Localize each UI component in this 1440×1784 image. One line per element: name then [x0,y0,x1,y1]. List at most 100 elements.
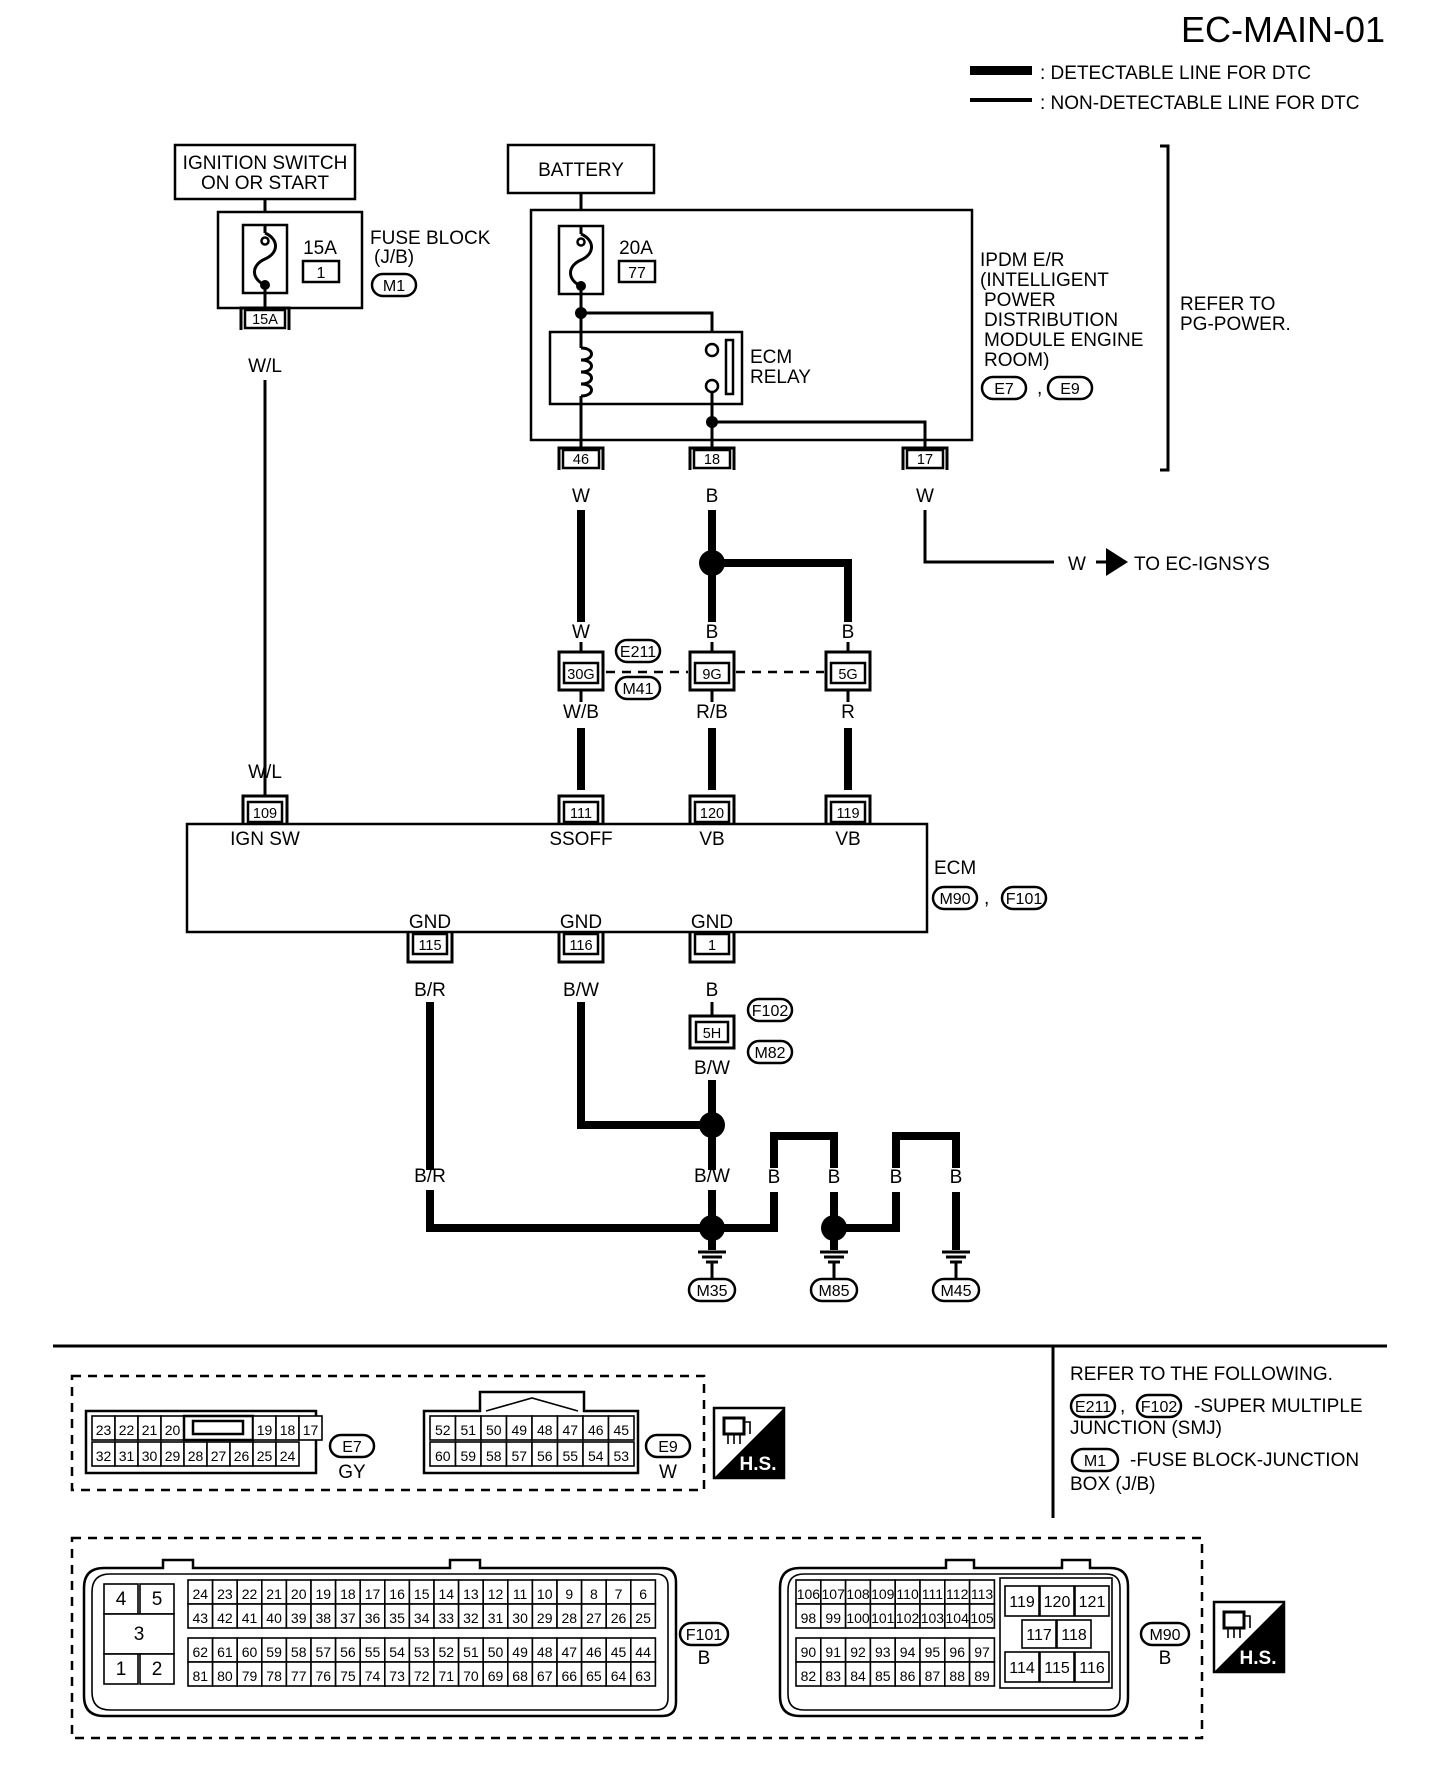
arrow-right-icon [1106,548,1128,576]
relay-to-17-wire [712,420,927,450]
fuse-block-number: 1 [317,265,326,282]
e7-row2-cell: 31 [114,1441,139,1467]
ipdm-fuse-amp: 20A [619,238,653,259]
e9-row2-pin: 59 [460,1448,476,1464]
smj-connector-tag-e211: E211 [614,638,662,664]
wire-color-bw-5h: B/W [694,1058,730,1079]
m90-r3-pin: 95 [925,1644,941,1660]
ecm-connector-tag-f101: F101 [1000,885,1048,911]
f101-r4-pin: 67 [537,1668,553,1684]
fuse-terminal-15a-box [243,308,287,330]
ecm-vb-label-2: VB [835,829,860,850]
ipdm-terminal-17-bracket [901,446,949,470]
f101-r4-cell: 65 [580,1661,607,1687]
f101-r1-pin: 21 [266,1586,282,1602]
e9-row2-cell: 60 [429,1441,457,1467]
smj-pin-5g: 5G [824,650,872,692]
ipdm-fuse-number: 77 [628,265,646,282]
f101-r4-cell: 72 [408,1661,435,1687]
f101-m90-view-frame [70,1536,1204,1740]
f101-r4-cell: 63 [629,1661,657,1687]
connector-f101-tag: F101 [678,1621,730,1647]
m90-r3-pin: 97 [974,1644,990,1660]
f101-r3-cell: 62 [187,1637,214,1663]
f101-r2-cell: 31 [482,1603,509,1629]
f101-r2-cell: 30 [506,1603,534,1629]
f101-r1-pin: 23 [217,1586,233,1602]
e7-row1a-cell: 20 [160,1415,185,1441]
refer-following-title: REFER TO THE FOLLOWING. [1070,1364,1333,1385]
e7-row2-cell: 32 [91,1441,116,1467]
e9-row1-cell: 46 [582,1415,610,1441]
e7-row2-pin: 32 [96,1448,112,1464]
m90-r2-cell: 103 [919,1603,946,1629]
f101-r3-cell: 55 [359,1637,386,1663]
ground-tag-m85-oval [809,1277,859,1303]
f101-r1-pin: 12 [488,1586,504,1602]
ecm-pin-116: 116 [557,932,605,964]
e7-row2-pin: 26 [234,1448,250,1464]
ground-tag-m85: M85 [809,1277,859,1303]
wire-color-br-115: B/R [414,980,446,1001]
e9-row1-pin: 45 [613,1422,629,1438]
ground-m35-symbol [698,1250,726,1264]
f101-r1-pin: 16 [389,1586,405,1602]
m90-r3-cell: 91 [819,1637,847,1663]
f101-r4-cell: 71 [433,1661,460,1687]
e7-row1a-cell: 23 [91,1415,116,1441]
relay-contact-bottom [704,378,720,394]
ipdm-terminal-17: 17 [901,446,949,470]
f101-r3-pin: 46 [586,1644,602,1660]
wire-116-to-splice [577,1002,712,1129]
f101-r3-pin: 49 [512,1644,528,1660]
f101-r4-cell: 80 [211,1661,239,1687]
wire-to-ignsys [923,510,1054,564]
f101-r3-pin: 44 [635,1644,651,1660]
e9-row2-pin: 55 [562,1448,578,1464]
f101-r1-cell: 8 [580,1579,607,1605]
wire-color-b-above-5g: B [842,622,855,643]
f101-r2-pin: 27 [586,1610,602,1626]
hs-icon-bottom: H.S. [1212,1600,1286,1674]
f101-r3-pin: 61 [217,1644,233,1660]
fuse-block-connector-tag-oval [370,272,418,298]
connector-m90-color: B [1159,1648,1172,1669]
m90-r1-cell: 111 [919,1579,946,1605]
f101-r2-cell: 29 [531,1603,558,1629]
e9-row2-pin: 56 [537,1448,553,1464]
ecm-connector-tag-m90: M90 [931,885,979,911]
e7-row1b-cell: 19 [252,1415,277,1441]
f101-pin-1: 1 [116,1659,127,1680]
f101-r4-cell: 78 [260,1661,288,1687]
wire-b-loop-1 [770,1132,838,1168]
ecm-connector-tag-m90-label: M90 [939,891,970,908]
ecm-pin-1: 1 [688,932,736,964]
f101-r1-pin: 18 [340,1586,356,1602]
smj-pin-30g: 30G [557,650,605,692]
f101-r4-pin: 64 [611,1668,627,1684]
f101-r2-pin: 26 [611,1610,627,1626]
wire-color-w-ignsys: W [1068,554,1086,575]
m90-r4-pin: 87 [925,1668,941,1684]
ecm-label: ECM [934,858,976,879]
m90-right-bottom-0: 114 [1009,1660,1035,1677]
junction-5h-number: 5H [703,1026,722,1042]
ecm-ign-sw-label: IGN SW [230,829,300,850]
e9-row2-pin: 57 [511,1448,527,1464]
ecm-ssoff-label: SSOFF [549,829,612,850]
wire-m35-b-up [712,1192,778,1232]
refer-jb-text-2: BOX (J/B) [1070,1474,1156,1495]
refer-smj-text-2: JUNCTION (SMJ) [1070,1418,1222,1439]
wire-color-bw-116: B/W [563,980,599,1001]
ecm-connector-tag-f101-oval [1000,885,1048,911]
e7-row2-cell: 26 [229,1441,254,1467]
ecm-connector-tag-m90-oval [931,885,979,911]
f101-r4-cell: 67 [531,1661,558,1687]
ipdm-connector-tag-e9-oval [1046,375,1094,401]
m90-r2-pin: 101 [871,1610,895,1626]
e7-row2-cell: 24 [275,1441,300,1467]
f101-pin-2-cell [139,1653,175,1685]
m90-r4-cell: 86 [894,1661,921,1687]
refer-tag-f102-label: F102 [1141,1399,1178,1416]
f101-r2-cell: 27 [580,1603,607,1629]
